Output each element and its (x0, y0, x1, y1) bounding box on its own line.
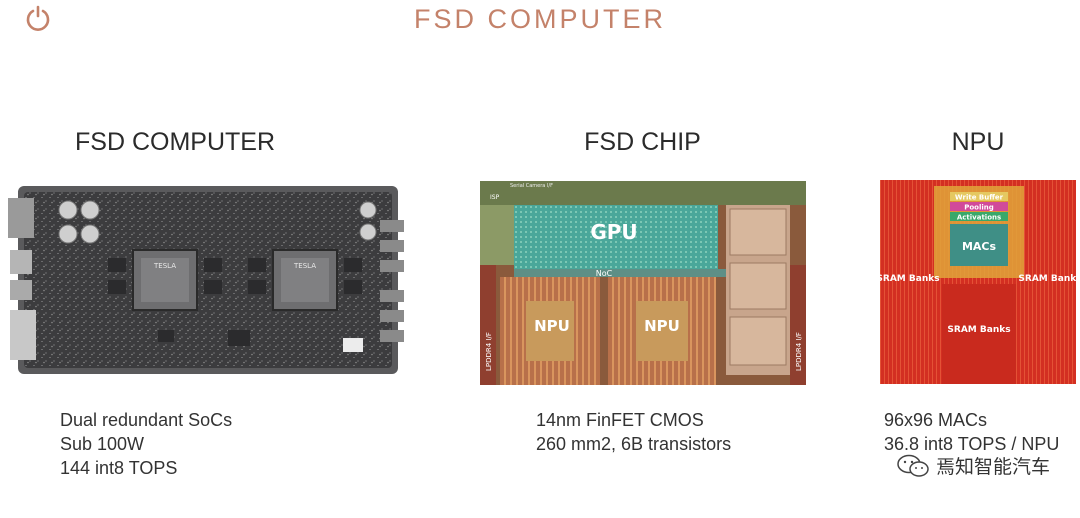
spec-item: 36.8 int8 TOPS / NPU (884, 434, 1060, 454)
soc-label-left: TESLA (153, 262, 176, 270)
spec-item: Sub 100W (60, 434, 145, 454)
spec-list-npu: 96x96 MACs 36.8 int8 TOPS / NPU (884, 408, 1059, 456)
chip-label-npu-right: NPU (644, 317, 680, 335)
column-title-chip: FSD CHIP (584, 128, 701, 156)
spec-item: 144 int8 TOPS (60, 458, 178, 478)
watermark-text: 焉知智能汽车 (935, 457, 1050, 478)
npu-label-activations: Activations (957, 214, 1001, 222)
slide-title: FSD COMPUTER (414, 4, 666, 34)
npu-label-macs: MACs (962, 240, 997, 253)
npu-die-image: Write Buffer Pooling Activations MACs SR… (880, 180, 1076, 384)
npu-label-pooling: Pooling (964, 204, 994, 212)
npu-label-sram-right: SRAM Banks (1018, 274, 1076, 284)
chip-label-lpddr-right: LPDDR4 I/F (795, 332, 803, 371)
spec-item: Dual redundant SoCs (60, 410, 233, 430)
column-title-npu: NPU (951, 128, 1005, 156)
wechat-icon (897, 454, 929, 477)
chip-label-noc: NoC (596, 269, 613, 278)
fsd-computer-board-image: TESLA TESLA (8, 186, 404, 374)
npu-label-sram-bottom: SRAM Banks (947, 325, 1010, 335)
chip-label-gpu: GPU (590, 220, 637, 244)
soc-label-right: TESLA (293, 262, 316, 270)
spec-list-computer: Dual redundant SoCs Sub 100W 144 int8 TO… (60, 408, 232, 480)
spec-item: 260 mm2, 6B transistors (536, 434, 732, 454)
chip-label-lpddr-left: LPDDR4 I/F (485, 332, 493, 371)
spec-list-chip: 14nm FinFET CMOS 260 mm2, 6B transistors (536, 408, 731, 456)
fsd-chip-die-image: Serial Camera I/F ISP GPU NoC LPDDR4 I/F… (480, 181, 806, 385)
chip-label-npu-left: NPU (534, 317, 570, 335)
spec-item: 14nm FinFET CMOS (536, 410, 704, 430)
npu-label-sram-left: SRAM Banks (880, 274, 940, 284)
npu-label-write-buffer: Write Buffer (955, 194, 1004, 202)
tesla-power-logo-icon (26, 5, 50, 31)
watermark: 焉知智能汽车 (896, 452, 1050, 479)
column-title-computer: FSD COMPUTER (75, 128, 275, 156)
chip-label-camera-if: Serial Camera I/F (510, 183, 553, 189)
spec-item: 96x96 MACs (884, 410, 988, 430)
chip-label-isp: ISP (490, 194, 500, 201)
